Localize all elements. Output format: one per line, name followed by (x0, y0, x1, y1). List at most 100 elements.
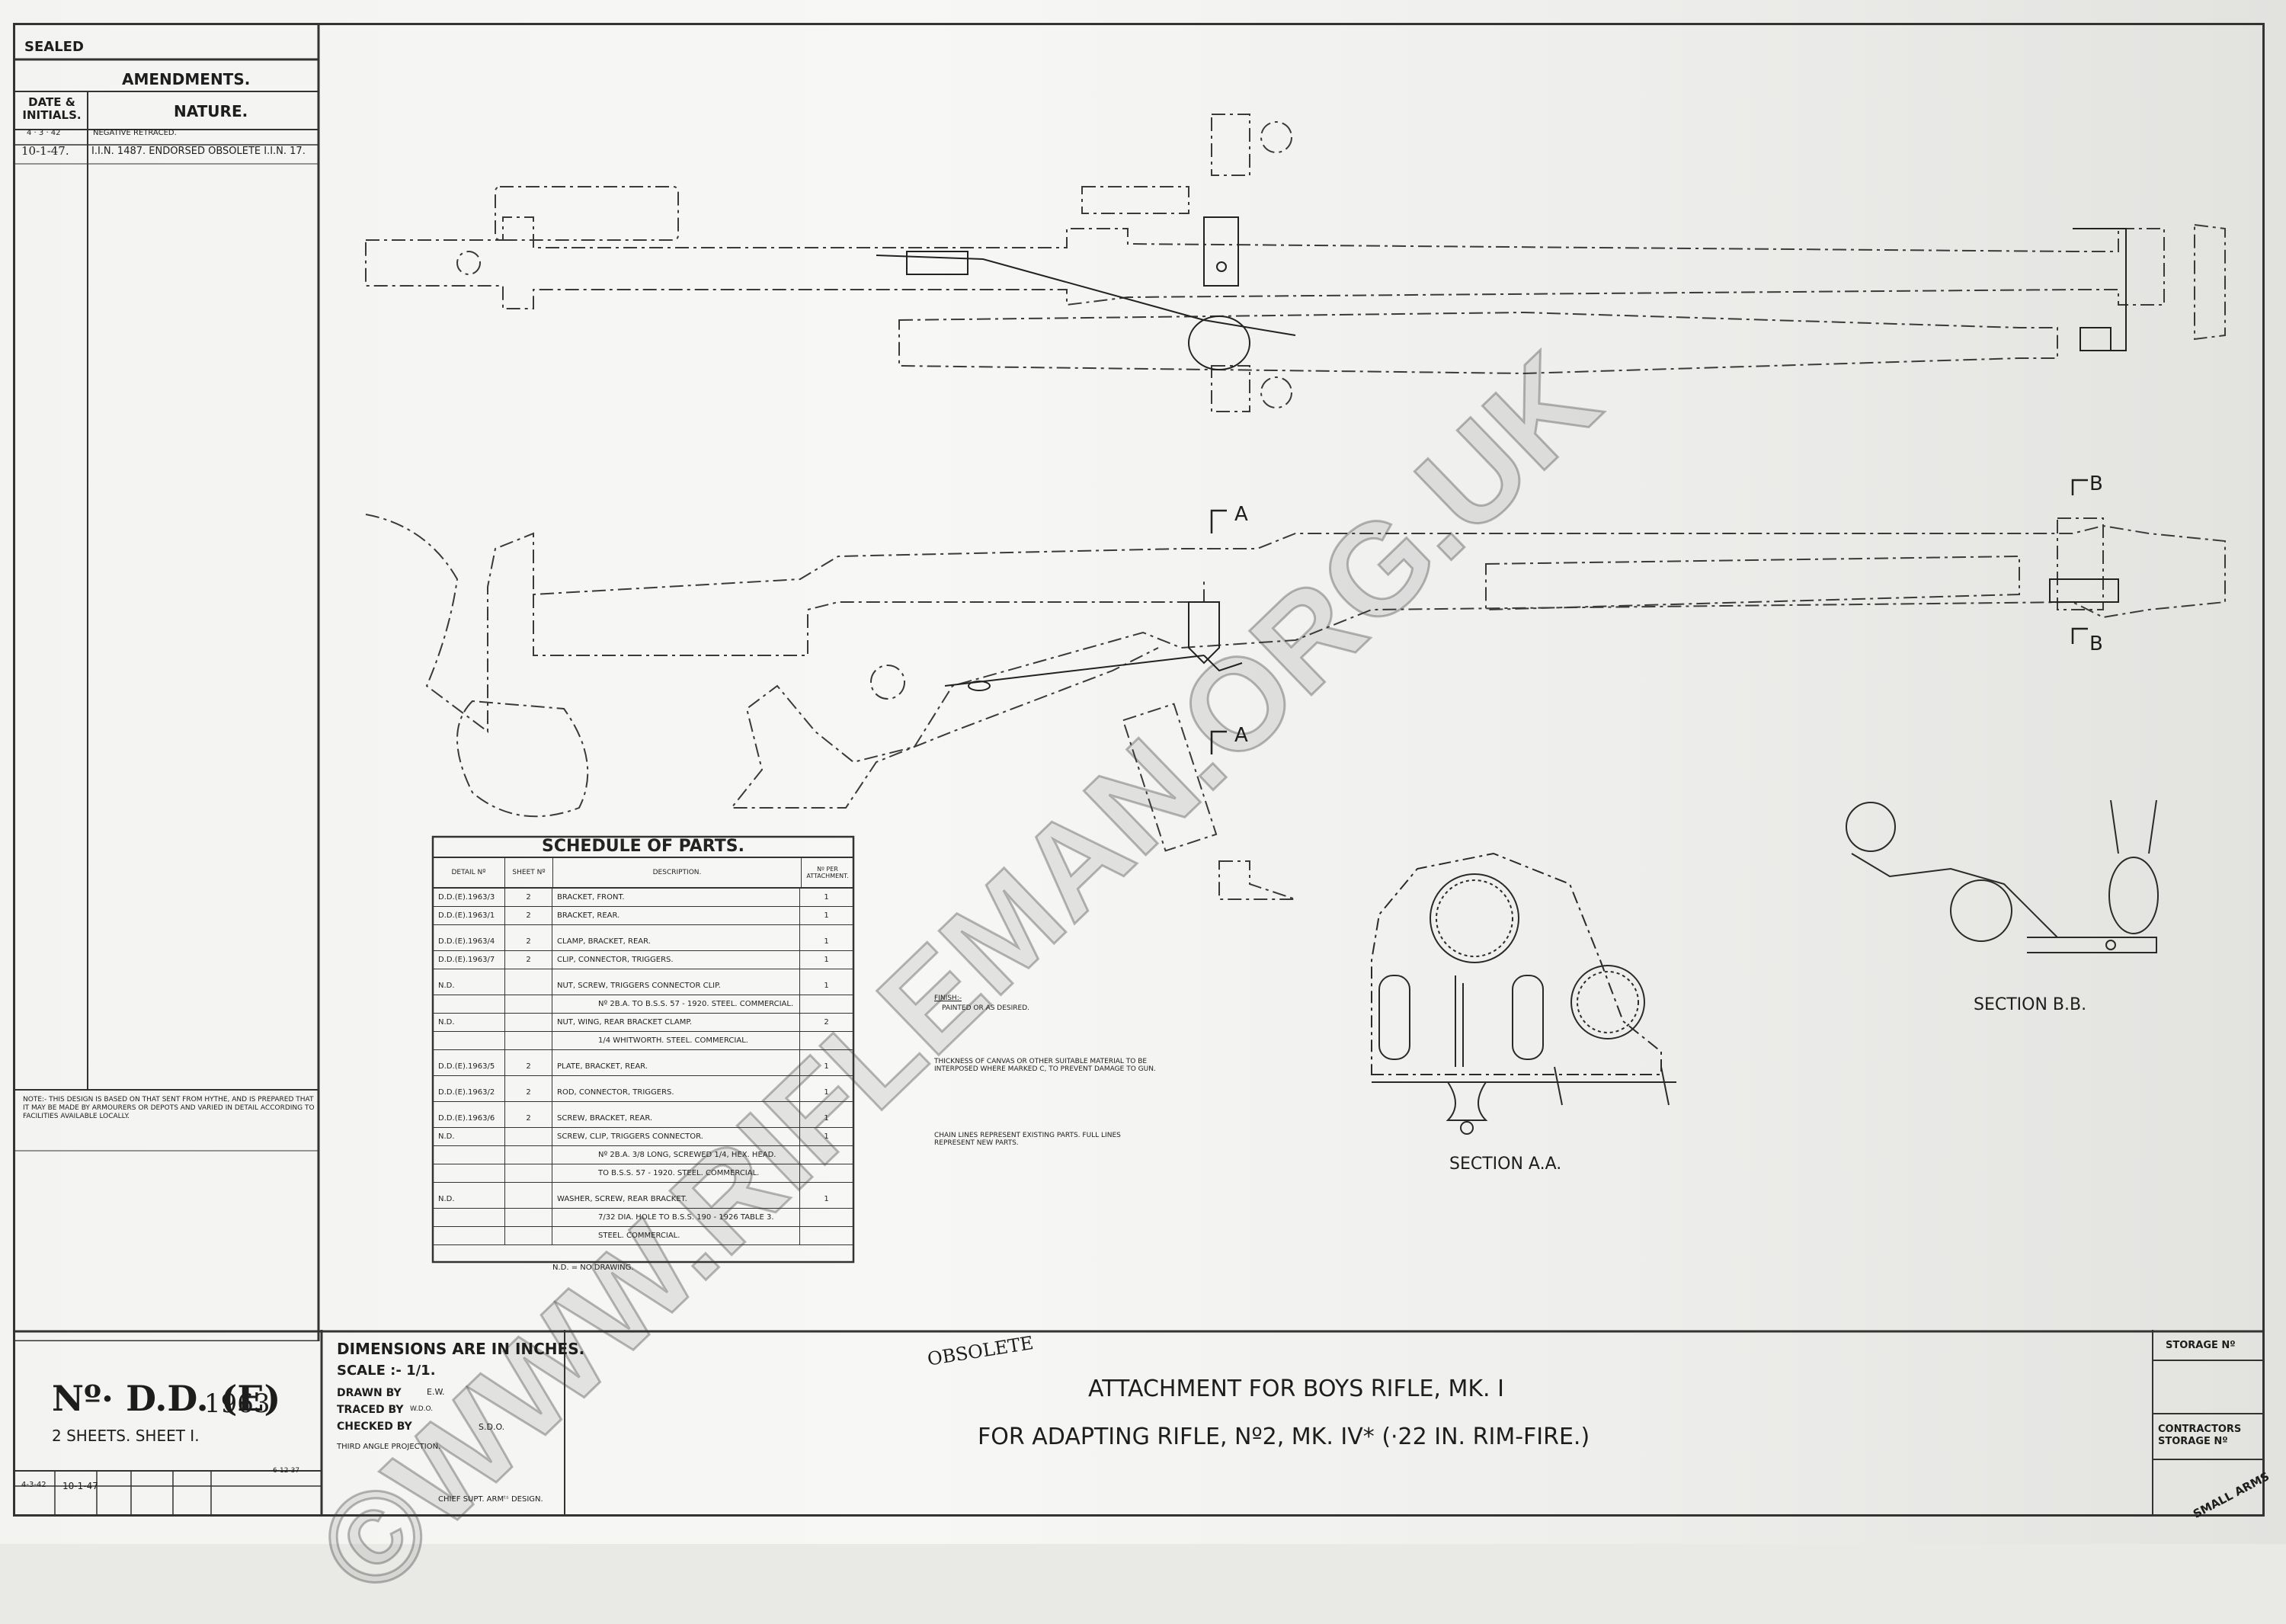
schedule-cell-quantity (799, 1031, 853, 1050)
schedule-row: TO B.S.S. 57 - 1920. STEEL. COMMERCIAL. (433, 1164, 853, 1183)
drawn-by-label: DRAWN BY (337, 1387, 402, 1399)
schedule-cell-detail (433, 1226, 505, 1245)
schedule-row: N.D.SCREW, CLIP, TRIGGERS CONNECTOR.1 (433, 1127, 853, 1146)
schedule-title: SCHEDULE OF PARTS. (433, 837, 853, 858)
schedule-cell-detail (433, 1049, 505, 1058)
schedule-cell-sheet (504, 969, 552, 977)
schedule-cell-detail: N.D. (433, 1127, 505, 1146)
schedule-cell-quantity: 1 (799, 950, 853, 969)
side-elevation-new-parts (944, 578, 2119, 691)
schedule-cell-description: WASHER, SCREW, REAR BRACKET. (552, 1190, 800, 1209)
drawn-by-initials: E.W. (427, 1387, 445, 1397)
schedule-row: N.D.NUT, SCREW, TRIGGERS CONNECTOR CLIP.… (433, 977, 853, 995)
technical-drawings: A A B B (365, 114, 2226, 1264)
schedule-cell-description: TO B.S.S. 57 - 1920. STEEL. COMMERCIAL. (552, 1164, 800, 1183)
section-aa-label: SECTION A.A. (1449, 1155, 1562, 1174)
schedule-cell-quantity (799, 1101, 853, 1110)
schedule-cell-sheet (504, 924, 552, 933)
section-b-marker-top: B (2089, 472, 2103, 495)
plan-view-new-parts (876, 216, 2127, 370)
schedule-cell-sheet: 2 (504, 889, 552, 907)
schedule-cell-description: BRACKET, REAR. (552, 906, 800, 925)
schedule-cell-quantity: 1 (799, 1190, 853, 1209)
schedule-cell-detail (433, 1164, 505, 1183)
side-elevation (365, 514, 2226, 900)
schedule-cell-detail: N.D. (433, 1190, 505, 1209)
schedule-cell-detail (433, 1101, 505, 1110)
schedule-cell-description: SCREW, BRACKET, REAR. (552, 1110, 800, 1128)
drawing-number-prefix: Nº· D.D. (E) (52, 1378, 281, 1419)
schedule-cell-sheet (504, 1127, 552, 1146)
amendments-col-date: DATE & INITIALS. (22, 95, 82, 122)
schedule-cell-quantity: 1 (799, 977, 853, 995)
schedule-cell-quantity: 1 (799, 1084, 853, 1102)
schedule-cell-quantity: 1 (799, 906, 853, 925)
drawing-number: 1963 (204, 1389, 271, 1419)
schedule-row: 7/32 DIA. HOLE TO B.S.S. 190 - 1926 TABL… (433, 1208, 853, 1227)
schedule-cell-detail (433, 1075, 505, 1084)
schedule-cell-detail: D.D.(E).1963/2 (433, 1084, 505, 1102)
schedule-col-sheet: SHEET Nº (505, 858, 553, 887)
schedule-cell-detail: D.D.(E).1963/3 (433, 889, 505, 907)
section-b-marker-bottom: B (2089, 633, 2103, 655)
schedule-cell-detail (433, 995, 505, 1014)
schedule-cell-quantity (799, 1208, 853, 1227)
schedule-cell-description: Nº 2B.A. TO B.S.S. 57 - 1920. STEEL. COM… (552, 995, 800, 1014)
schedule-row: N.D. WASHER, SCREW, REAR BRACKET.1 (433, 1190, 853, 1209)
schedule-cell-description: PLATE, BRACKET, REAR. (552, 1058, 800, 1076)
schedule-cell-sheet (504, 1145, 552, 1164)
schedule-cell-sheet (504, 1226, 552, 1245)
schedule-row (433, 924, 853, 933)
schedule-cell-detail: D.D.(E).1963/7 (433, 950, 505, 969)
schedule-cell-description: STEEL. COMMERCIAL. (552, 1226, 800, 1245)
schedule-cell-quantity: 1 (799, 889, 853, 907)
schedule-col-detail: DETAIL Nº (433, 858, 505, 887)
schedule-row (433, 1101, 853, 1110)
canvas-note: THICKNESS OF CANVAS OR OTHER SUITABLE MA… (934, 1058, 1156, 1073)
amendments-col-nature: NATURE. (174, 102, 248, 120)
schedule-cell-quantity (799, 995, 853, 1014)
section-a-marker-bottom: A (1234, 724, 1248, 747)
schedule-row: N.D.NUT, WING, REAR BRACKET CLAMP.2 (433, 1013, 853, 1032)
schedule-cell-quantity (799, 1049, 853, 1058)
schedule-row (433, 969, 853, 977)
schedule-cell-detail: N.D. (433, 977, 505, 995)
schedule-cell-description: Nº 2B.A. 3/8 LONG, SCREWED 1/4, HEX. HEA… (552, 1145, 800, 1164)
title-block-grid (13, 1330, 2265, 1517)
schedule-cell-detail (433, 969, 505, 977)
plan-view (365, 114, 2226, 412)
schedule-cell-description: ROD, CONNECTOR, TRIGGERS. (552, 1084, 800, 1102)
projection-label: THIRD ANGLE PROJECTION. (337, 1443, 441, 1451)
amendment-nature-2: I.I.N. 1487. ENDORSED OBSOLETE I.I.N. 17… (91, 146, 306, 157)
schedule-cell-quantity (799, 1145, 853, 1164)
schedule-cell-quantity (799, 1075, 853, 1084)
schedule-footnote: N.D. = NO DRAWING. (552, 1264, 634, 1272)
schedule-cell-sheet (504, 1101, 552, 1110)
schedule-cell-quantity (799, 1182, 853, 1190)
date-cell-1: 4-3-42 (21, 1481, 46, 1489)
schedule-cell-quantity (799, 1226, 853, 1245)
schedule-cell-description: 7/32 DIA. HOLE TO B.S.S. 190 - 1926 TABL… (552, 1208, 800, 1227)
schedule-cell-description (552, 924, 800, 933)
chain-lines-note: CHAIN LINES REPRESENT EXISTING PARTS. FU… (934, 1132, 1121, 1147)
schedule-cell-detail: D.D.(E).1963/6 (433, 1110, 505, 1128)
checked-by-initials: S.D.O. (479, 1422, 505, 1432)
section-bb-label: SECTION B.B. (1974, 995, 2087, 1014)
schedule-cell-sheet: 2 (504, 933, 552, 951)
schedule-cell-quantity: 1 (799, 933, 853, 951)
schedule-cell-detail: D.D.(E).1963/1 (433, 906, 505, 925)
schedule-cell-description: SCREW, CLIP, TRIGGERS CONNECTOR. (552, 1127, 800, 1146)
schedule-cell-quantity: 1 (799, 1110, 853, 1128)
section-markers (1210, 479, 2088, 754)
schedule-cell-sheet (504, 1013, 552, 1032)
schedule-cell-detail: D.D.(E).1963/4 (433, 933, 505, 951)
schedule-row: STEEL. COMMERCIAL. (433, 1226, 853, 1245)
schedule-cell-sheet (504, 1031, 552, 1050)
schedule-cell-detail (433, 1031, 505, 1050)
schedule-cell-sheet (504, 1208, 552, 1227)
